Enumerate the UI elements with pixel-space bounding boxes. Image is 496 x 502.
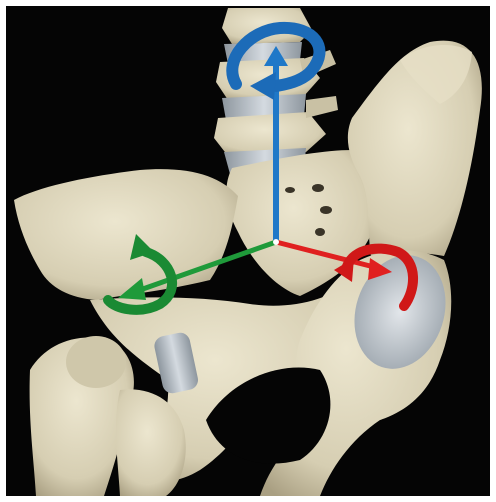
left-femoral-head (66, 336, 126, 388)
axes-origin-marker (273, 239, 279, 245)
